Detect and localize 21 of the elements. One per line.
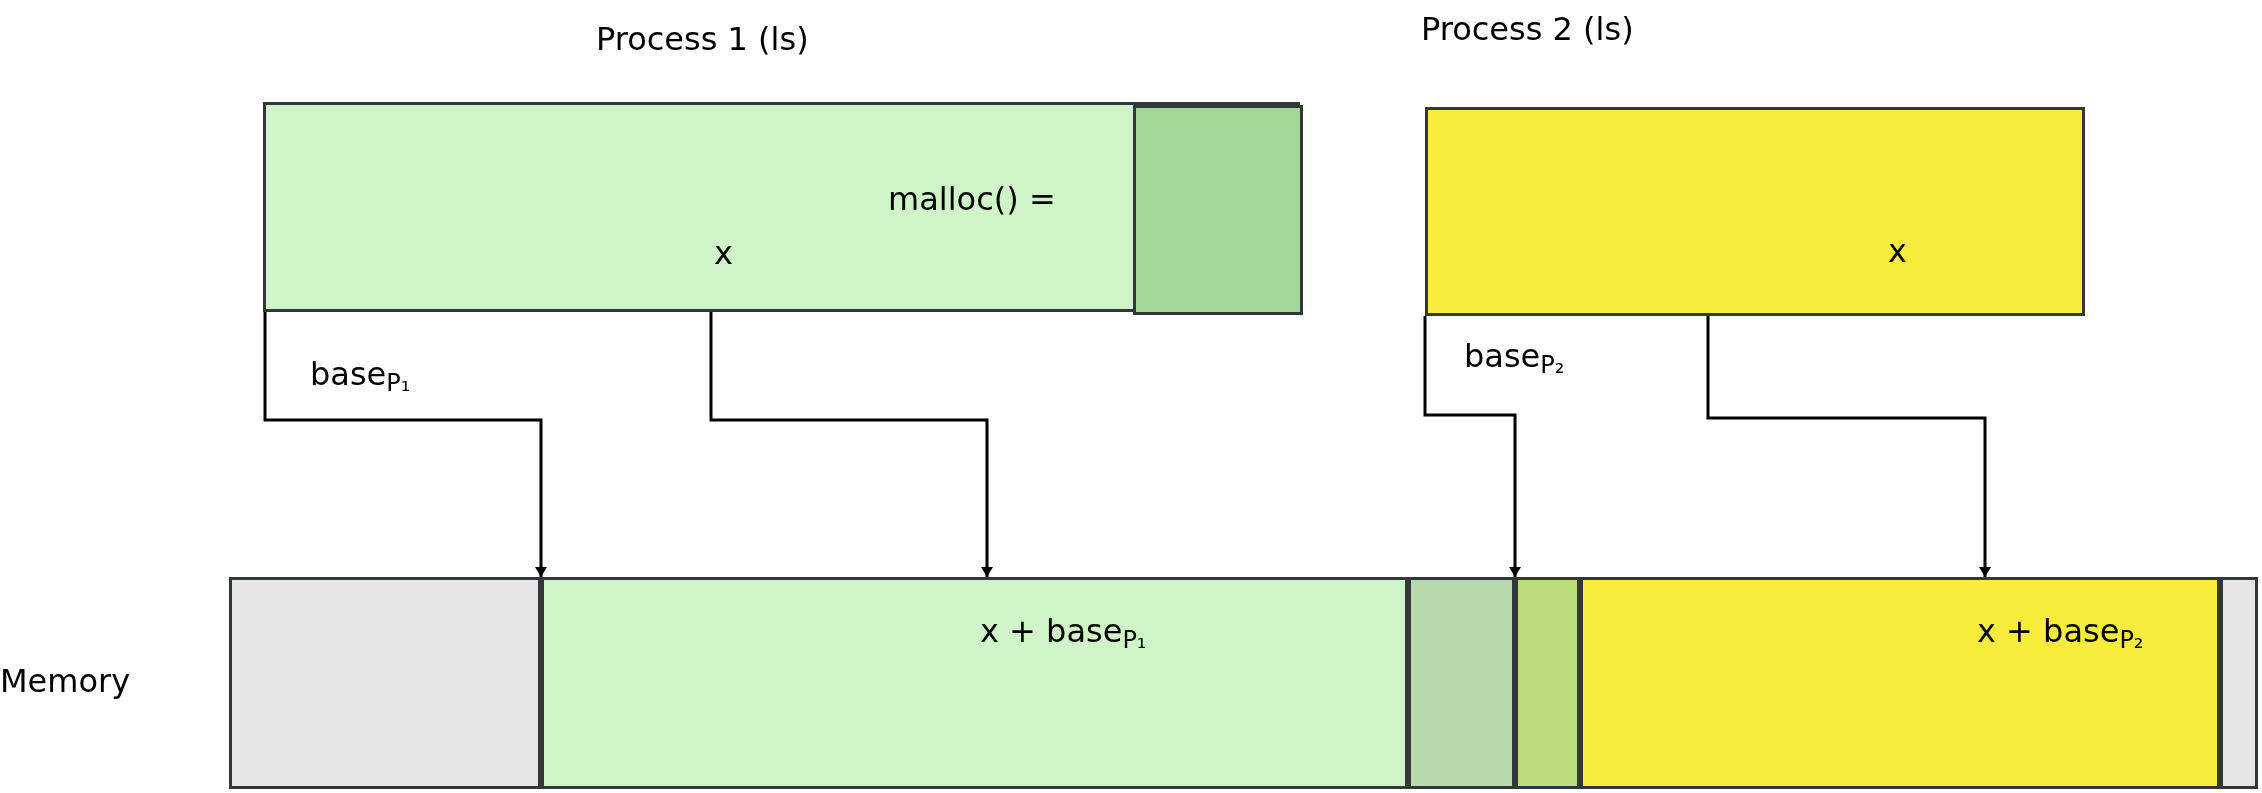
free-memory-segment bbox=[2220, 577, 2258, 789]
memory-segment bbox=[1580, 577, 2220, 789]
address-label: x + base$_{P₂}$ bbox=[1977, 615, 2144, 647]
edge-label: base$_{P₂}$ bbox=[1464, 340, 1565, 372]
arrow bbox=[263, 312, 547, 577]
memory-segment bbox=[1515, 577, 1580, 789]
process-title: Process 2 (ls) bbox=[1421, 13, 1634, 45]
memory-label: Memory bbox=[0, 665, 131, 697]
arrow bbox=[709, 312, 993, 577]
variable-label: x bbox=[714, 237, 733, 269]
arrow bbox=[1423, 316, 1521, 577]
address-label: x + base$_{P₁}$ bbox=[980, 615, 1147, 647]
arrow bbox=[1706, 316, 1991, 577]
memory-segment bbox=[1408, 577, 1515, 789]
edge-label: base$_{P₁}$ bbox=[310, 358, 411, 390]
process-title: Process 1 (ls) bbox=[596, 23, 809, 55]
code-text: malloc() = bbox=[888, 183, 1056, 215]
memory-segment bbox=[541, 577, 1408, 789]
memory-block bbox=[1133, 105, 1303, 315]
free-memory-segment bbox=[229, 577, 541, 789]
variable-label: x bbox=[1888, 235, 1907, 267]
